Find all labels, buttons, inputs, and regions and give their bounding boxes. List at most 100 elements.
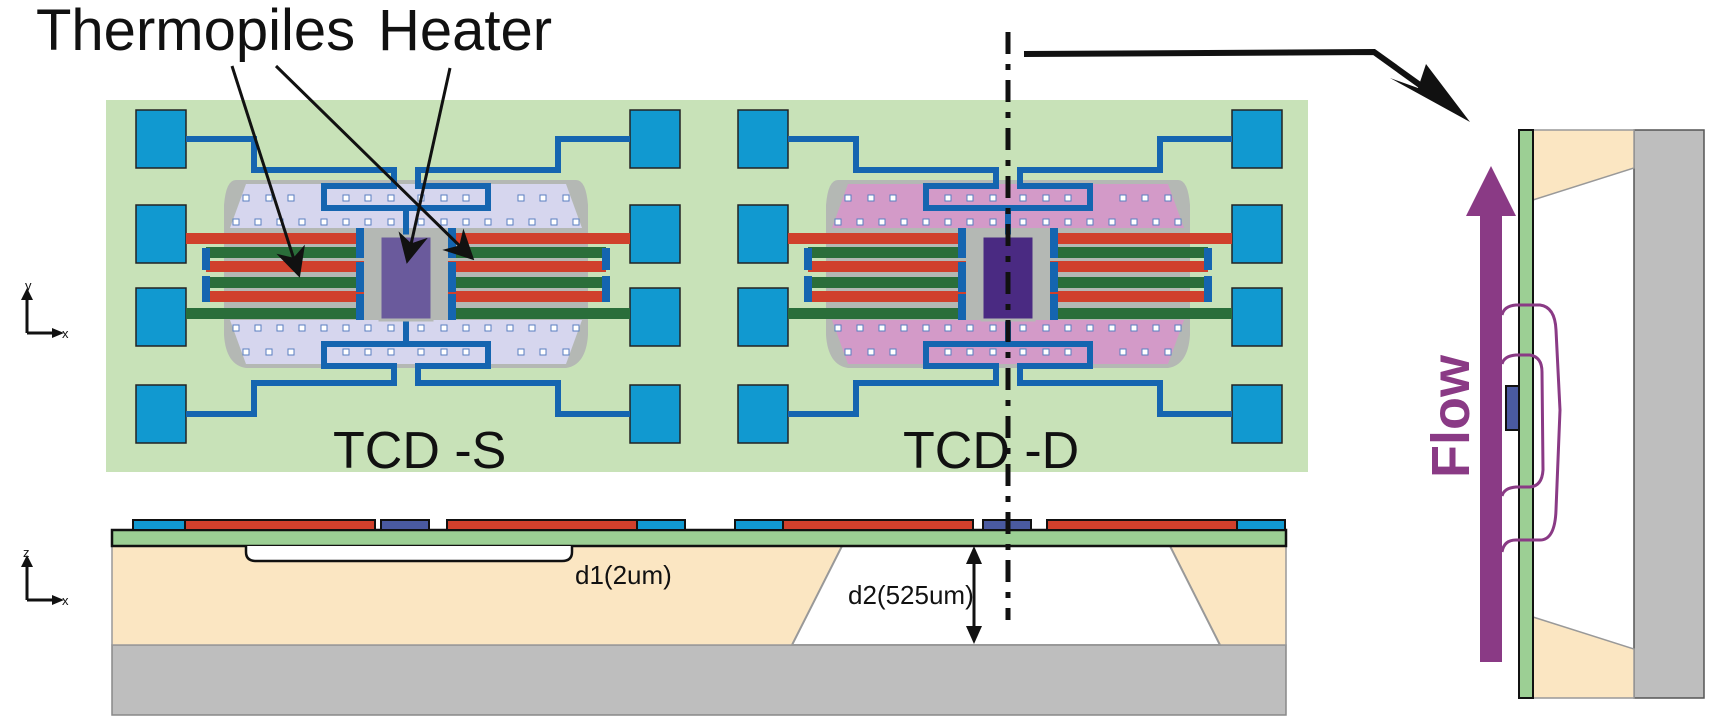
side-base xyxy=(1633,129,1705,699)
etch-hole xyxy=(1019,194,1027,202)
thermopile-arrow-right xyxy=(274,64,475,261)
tcd-s-label: TCD -S xyxy=(333,422,506,480)
etch-hole xyxy=(265,348,273,356)
etch-hole xyxy=(1152,218,1160,226)
etch-hole xyxy=(1141,348,1149,356)
etch-hole xyxy=(320,324,328,332)
etch-hole xyxy=(867,194,875,202)
thermopile-strip-right xyxy=(1050,261,1208,272)
bond-pad-right xyxy=(1231,287,1283,347)
etch-hole xyxy=(1152,324,1160,332)
bond-pad-left xyxy=(737,109,789,169)
etch-hole xyxy=(517,348,525,356)
etch-hole xyxy=(417,348,425,356)
etch-hole xyxy=(944,324,952,332)
x-arrowhead-icon xyxy=(52,328,64,338)
etch-hole xyxy=(1174,218,1182,226)
etch-hole xyxy=(856,324,864,332)
etch-hole xyxy=(254,218,262,226)
etch-hole xyxy=(232,218,240,226)
etch-hole xyxy=(944,194,952,202)
etch-hole xyxy=(1064,194,1072,202)
thermopile-connector xyxy=(602,276,610,302)
hot-junction-connector xyxy=(1050,294,1058,320)
side-membrane xyxy=(1518,129,1534,699)
etch-hole xyxy=(298,324,306,332)
etch-hole xyxy=(1130,324,1138,332)
cross-section-axis-indicator: z x xyxy=(21,545,69,608)
thermopile-strip-left xyxy=(808,277,966,288)
heater-callout-label: Heater xyxy=(378,0,552,63)
surface-layer-segment xyxy=(132,519,186,531)
etch-hole xyxy=(528,218,536,226)
etch-hole xyxy=(900,218,908,226)
d2-dimension-label: d2(525um) xyxy=(848,580,974,610)
flow-label: Flow xyxy=(1421,354,1481,478)
etch-hole xyxy=(364,348,372,356)
etch-hole xyxy=(944,218,952,226)
z-arrowhead-icon xyxy=(21,555,33,567)
section-view-arrow xyxy=(1023,48,1454,111)
hot-junction-connector xyxy=(356,294,364,320)
surface-layer-segment xyxy=(734,519,784,531)
thermopile-strip-right xyxy=(1050,308,1232,319)
top-view-axis-indicator: y x xyxy=(21,278,69,341)
heater xyxy=(378,234,434,322)
x-arrowhead-icon xyxy=(52,595,64,605)
thermopile-strip-right xyxy=(1050,233,1232,244)
thermopile-strip-right xyxy=(448,233,630,244)
thermopile-connector xyxy=(804,276,812,302)
etch-hole xyxy=(387,218,395,226)
surface-layer-segment xyxy=(1236,519,1286,531)
etch-hole xyxy=(1064,218,1072,226)
etch-hole xyxy=(298,218,306,226)
etch-hole xyxy=(387,324,395,332)
etch-hole xyxy=(834,324,842,332)
etch-hole xyxy=(364,218,372,226)
thermopile-connector xyxy=(202,276,210,302)
etch-hole xyxy=(462,348,470,356)
surface-layer-segment xyxy=(636,519,686,531)
etch-hole xyxy=(484,218,492,226)
etch-hole xyxy=(342,218,350,226)
etch-hole xyxy=(1141,194,1149,202)
d1-dimension-label: d1(2um) xyxy=(575,560,672,590)
bond-pad-left xyxy=(135,384,187,444)
heater-arrow xyxy=(398,67,452,264)
thermopile-strip-right xyxy=(448,247,606,258)
etch-hole xyxy=(1086,324,1094,332)
etch-hole xyxy=(287,194,295,202)
bond-pad-right xyxy=(1231,204,1283,264)
etch-hole xyxy=(232,324,240,332)
flow-loop-inner xyxy=(1500,353,1545,497)
flow-arrow-shaft xyxy=(1480,200,1502,662)
etch-hole xyxy=(254,324,262,332)
thermopile-strip-left xyxy=(788,308,966,319)
etch-hole xyxy=(440,218,448,226)
y-axis-label: y xyxy=(25,278,32,293)
etch-hole xyxy=(922,218,930,226)
y-arrowhead-icon xyxy=(21,288,33,300)
thermopile-strip-right xyxy=(1050,277,1208,288)
etch-hole xyxy=(462,324,470,332)
hot-junction-connector xyxy=(356,262,364,292)
flow-loop-outer xyxy=(1500,303,1562,553)
etch-hole xyxy=(1042,348,1050,356)
cross-section-surface-layers xyxy=(132,519,1286,531)
etch-hole xyxy=(342,324,350,332)
hot-junction-connector xyxy=(1050,262,1058,292)
etch-hole xyxy=(889,194,897,202)
thermopile-strip-left xyxy=(206,291,364,302)
etch-hole xyxy=(966,218,974,226)
etch-hole xyxy=(1042,218,1050,226)
surface-layer-segment xyxy=(782,519,974,531)
thermopile-connector xyxy=(804,248,812,270)
etch-hole xyxy=(1064,324,1072,332)
etch-hole xyxy=(1130,218,1138,226)
etch-hole xyxy=(462,218,470,226)
etch-hole xyxy=(550,218,558,226)
d2-arrowhead-up-icon xyxy=(966,546,982,564)
shallow-cavity xyxy=(244,546,574,563)
thermopile-connector xyxy=(1204,276,1212,302)
thermopile-strip-right xyxy=(448,308,630,319)
